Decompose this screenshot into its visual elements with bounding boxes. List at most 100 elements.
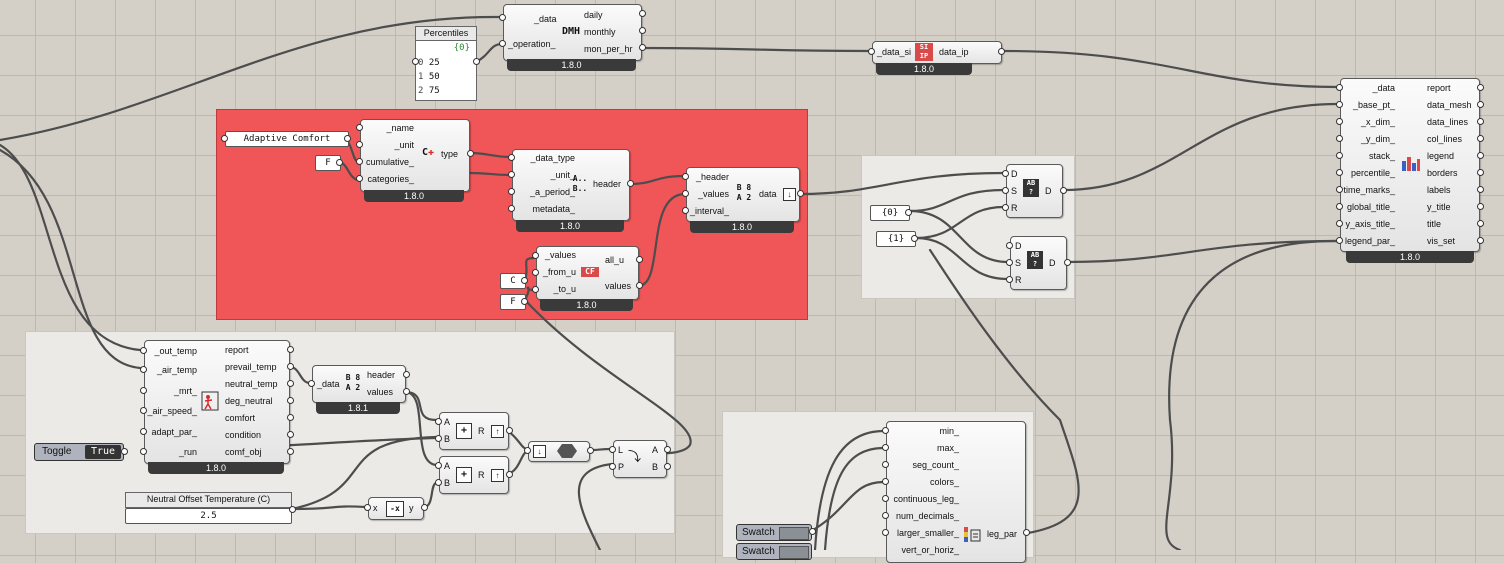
output-port[interactable] [287,380,294,387]
negative-component[interactable]: x -x y [368,497,424,520]
input-port[interactable] [1002,204,1009,211]
output-port[interactable] [797,190,804,197]
output-port[interactable] [1477,220,1484,227]
input-port[interactable] [1336,237,1343,244]
input-port[interactable] [508,154,515,161]
monthly-chart-component[interactable]: _data _base_pt_ _x_dim_ _y_dim_ stack_ p… [1340,78,1480,252]
input-port[interactable] [435,418,442,425]
path-0-text[interactable]: {0} [870,205,910,221]
input-port[interactable] [882,478,889,485]
adaptive-comfort-component[interactable]: _out_temp _air_temp _mrt_ _air_speed_ ad… [144,340,290,464]
graft-arrow-icon[interactable]: ↑ [491,425,504,438]
output-port[interactable] [998,48,1005,55]
input-port[interactable] [308,380,315,387]
input-port[interactable] [1006,276,1013,283]
input-port[interactable] [435,462,442,469]
input-port[interactable] [356,141,363,148]
graft-arrow-icon[interactable]: ↑ [491,469,504,482]
output-port[interactable] [1477,169,1484,176]
output-port[interactable] [1477,203,1484,210]
adaptive-comfort-text[interactable]: Adaptive Comfort [225,131,349,147]
output-port[interactable] [1060,187,1067,194]
input-port[interactable] [364,504,371,511]
input-port[interactable] [1336,135,1343,142]
input-port[interactable] [508,171,515,178]
output-port[interactable] [506,471,513,478]
input-port[interactable] [1002,187,1009,194]
swatch-color[interactable] [779,527,809,540]
input-port[interactable] [435,479,442,486]
input-port[interactable] [882,495,889,502]
output-port[interactable] [664,463,671,470]
input-port[interactable] [882,427,889,434]
input-port[interactable] [532,252,539,259]
input-port[interactable] [882,529,889,536]
output-port[interactable] [1477,152,1484,159]
input-port[interactable] [499,40,506,47]
output-port[interactable] [809,528,816,535]
input-port[interactable] [221,135,228,142]
output-port[interactable] [473,58,480,65]
output-port[interactable] [506,427,513,434]
input-port[interactable] [1336,118,1343,125]
input-port[interactable] [435,435,442,442]
output-port[interactable] [636,256,643,263]
relay-component[interactable]: ↓ [528,441,590,462]
output-port[interactable] [289,506,296,513]
input-port[interactable] [1336,220,1343,227]
output-port[interactable] [1477,186,1484,193]
output-port[interactable] [521,277,528,284]
swatch-1[interactable]: Swatch [736,524,812,541]
output-port[interactable] [403,388,410,395]
addition-b-component[interactable]: A B + R ↑ [439,456,509,494]
output-port[interactable] [905,209,912,216]
output-port[interactable] [467,150,474,157]
toggle-value[interactable]: True [85,445,121,459]
output-port[interactable] [287,431,294,438]
input-port[interactable] [356,124,363,131]
swatch-color[interactable] [779,546,809,559]
input-port[interactable] [508,205,515,212]
tree-branch-b-component[interactable]: D S R AB? D [1010,236,1067,290]
output-port[interactable] [1477,101,1484,108]
output-port[interactable] [287,363,294,370]
output-port[interactable] [336,159,343,166]
input-port[interactable] [508,188,515,195]
output-port[interactable] [639,44,646,51]
input-port[interactable] [140,407,147,414]
output-port[interactable] [1064,259,1071,266]
output-port[interactable] [344,135,351,142]
input-port[interactable] [140,387,147,394]
output-port[interactable] [521,298,528,305]
input-port[interactable] [1336,101,1343,108]
output-port[interactable] [1477,237,1484,244]
type-component[interactable]: _name _unit cumulative_ categories_ C✚ t… [360,119,470,192]
celsius-text[interactable]: C [500,273,526,289]
input-port[interactable] [356,158,363,165]
output-port[interactable] [287,397,294,404]
output-port[interactable] [639,27,646,34]
input-port[interactable] [682,190,689,197]
path-1-text[interactable]: {1} [876,231,916,247]
input-port[interactable] [524,447,531,454]
input-port[interactable] [532,269,539,276]
input-port[interactable] [1336,84,1343,91]
tree-branch-a-component[interactable]: D S R AB? D [1006,164,1063,218]
input-port[interactable] [882,444,889,451]
input-port[interactable] [1336,152,1343,159]
input-port[interactable] [140,428,147,435]
output-port[interactable] [639,10,646,17]
input-port[interactable] [609,446,616,453]
output-port[interactable] [1477,118,1484,125]
input-port[interactable] [1336,203,1343,210]
flatten-arrow-icon[interactable]: ↓ [783,188,796,201]
input-port[interactable] [1336,186,1343,193]
output-port[interactable] [664,446,671,453]
output-port[interactable] [911,235,918,242]
output-port[interactable] [403,371,410,378]
input-port[interactable] [1006,242,1013,249]
data-collection-component[interactable]: _header _values _interval_ B 8 A 2 data … [686,167,800,222]
output-port[interactable] [1477,84,1484,91]
input-port[interactable] [140,366,147,373]
run-toggle[interactable]: Toggle True [34,443,124,461]
